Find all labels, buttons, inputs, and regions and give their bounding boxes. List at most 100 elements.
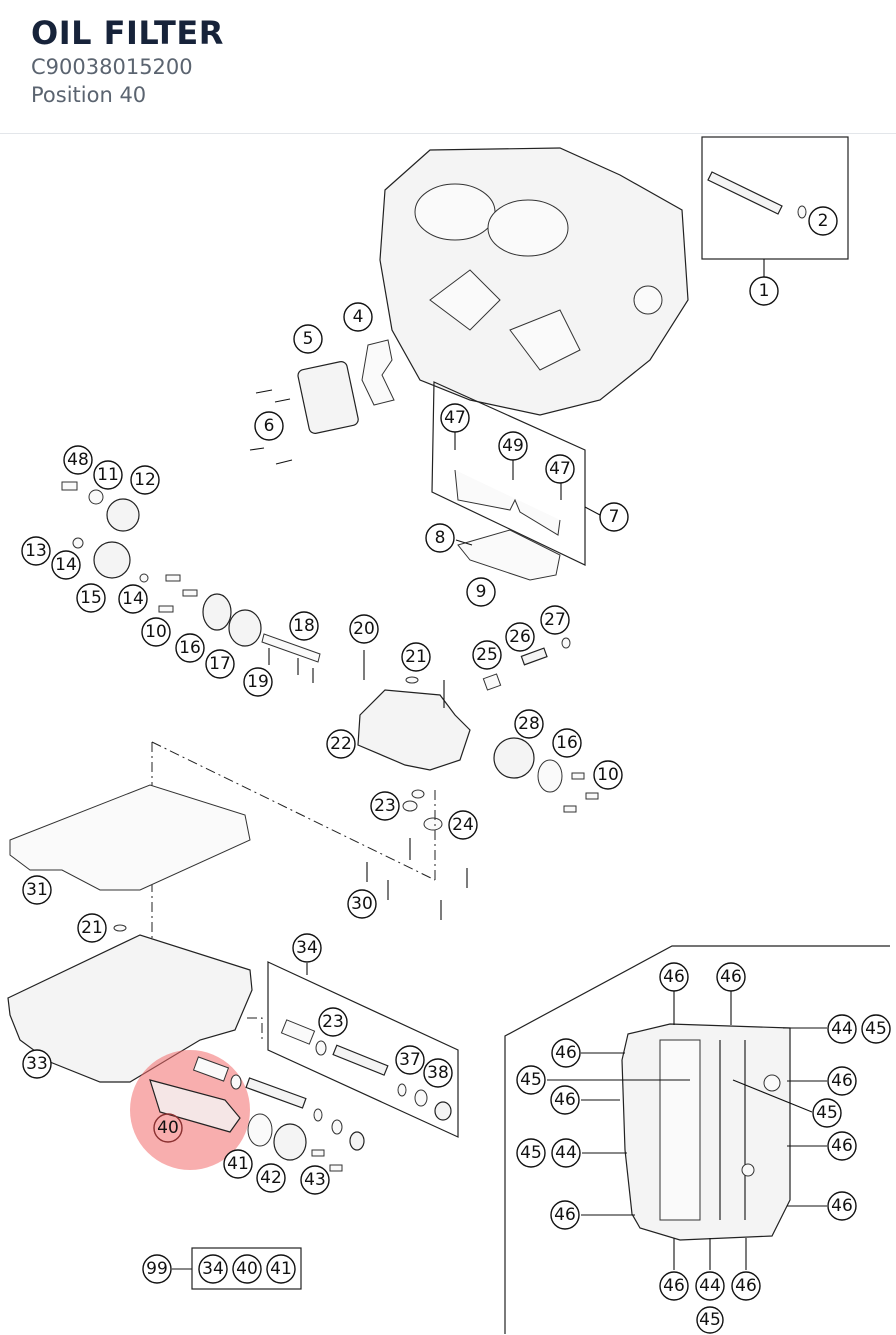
kit-item-40[interactable]: 40: [232, 1254, 262, 1284]
callout-8[interactable]: 8: [425, 523, 455, 553]
svg-text:46: 46: [735, 1276, 757, 1296]
callout-21a[interactable]: 21: [401, 642, 431, 672]
svg-text:41: 41: [270, 1259, 292, 1279]
callout-31[interactable]: 31: [22, 875, 52, 905]
callout-17[interactable]: 17: [205, 649, 235, 679]
callout-25[interactable]: 25: [472, 640, 502, 670]
callout-23b[interactable]: 23: [318, 1007, 348, 1037]
callout-38[interactable]: 38: [423, 1058, 453, 1088]
detail-callout-46b[interactable]: 46: [716, 962, 746, 992]
svg-text:10: 10: [145, 622, 167, 642]
callout-6[interactable]: 6: [254, 411, 284, 441]
svg-text:21: 21: [81, 918, 103, 938]
detail-callout-45c[interactable]: 45: [812, 1098, 842, 1128]
detail-callout-45d[interactable]: 45: [516, 1138, 546, 1168]
detail-callout-46e[interactable]: 46: [550, 1085, 580, 1115]
callout-20[interactable]: 20: [349, 614, 379, 644]
callout-40[interactable]: 40: [153, 1113, 183, 1143]
svg-text:37: 37: [399, 1050, 421, 1070]
callout-49[interactable]: 49: [498, 431, 528, 461]
svg-text:43: 43: [304, 1170, 326, 1190]
callout-24[interactable]: 24: [448, 810, 478, 840]
detail-callout-46c[interactable]: 46: [551, 1038, 581, 1068]
callout-5[interactable]: 5: [293, 324, 323, 354]
callout-99[interactable]: 99: [142, 1254, 172, 1284]
svg-text:17: 17: [209, 654, 231, 674]
detail-callout-46j[interactable]: 46: [731, 1271, 761, 1301]
detail-callout-46g[interactable]: 46: [827, 1191, 857, 1221]
callout-42[interactable]: 42: [256, 1163, 286, 1193]
svg-text:23: 23: [322, 1012, 344, 1032]
detail-callout-46f[interactable]: 46: [827, 1131, 857, 1161]
svg-text:13: 13: [25, 541, 47, 561]
callout-23a[interactable]: 23: [370, 791, 400, 821]
detail-callout-44a[interactable]: 44: [827, 1014, 857, 1044]
svg-text:34: 34: [296, 938, 318, 958]
callout-11[interactable]: 11: [93, 460, 123, 490]
detail-callout-44b[interactable]: 44: [551, 1138, 581, 1168]
callout-47b[interactable]: 47: [545, 454, 575, 484]
detail-callout-45e[interactable]: 45: [696, 1306, 724, 1334]
detail-callout-45a[interactable]: 45: [861, 1014, 891, 1044]
svg-text:14: 14: [122, 589, 144, 609]
callout-4[interactable]: 4: [343, 302, 373, 332]
callout-28[interactable]: 28: [514, 709, 544, 739]
svg-text:9: 9: [476, 582, 487, 602]
callout-18[interactable]: 18: [289, 611, 319, 641]
callout-27[interactable]: 27: [540, 605, 570, 635]
filter-kit-parts: [280, 1019, 452, 1121]
pump-housing: [357, 650, 471, 831]
svg-text:46: 46: [831, 1136, 853, 1156]
kit-item-41[interactable]: 41: [266, 1254, 296, 1284]
callout-37[interactable]: 37: [395, 1045, 425, 1075]
callout-7[interactable]: 7: [599, 502, 629, 532]
svg-text:5: 5: [303, 329, 314, 349]
callout-15[interactable]: 15: [76, 583, 106, 613]
svg-text:41: 41: [227, 1154, 249, 1174]
detail-callout-46h[interactable]: 46: [550, 1200, 580, 1230]
callout-9[interactable]: 9: [466, 577, 496, 607]
callout-16a[interactable]: 16: [175, 633, 205, 663]
svg-text:28: 28: [518, 714, 540, 734]
callout-22[interactable]: 22: [326, 729, 356, 759]
svg-text:46: 46: [831, 1071, 853, 1091]
callout-43[interactable]: 43: [300, 1165, 330, 1195]
callout-2[interactable]: 2: [808, 206, 838, 236]
detail-callout-46a[interactable]: 46: [659, 962, 689, 992]
callout-1[interactable]: 1: [749, 276, 779, 306]
callout-12[interactable]: 12: [130, 465, 160, 495]
oil-cooler: [249, 339, 395, 465]
svg-text:20: 20: [353, 619, 375, 639]
detail-callout-46i[interactable]: 46: [659, 1271, 689, 1301]
callout-14a[interactable]: 14: [51, 550, 81, 580]
svg-text:44: 44: [831, 1019, 853, 1039]
callout-19[interactable]: 19: [243, 667, 273, 697]
callout-47a[interactable]: 47: [440, 403, 470, 433]
callout-41[interactable]: 41: [223, 1149, 253, 1179]
bolts-30: [366, 838, 468, 920]
svg-text:18: 18: [293, 616, 315, 636]
callout-33[interactable]: 33: [22, 1049, 52, 1079]
svg-text:46: 46: [555, 1043, 577, 1063]
scavenge-pump: [493, 737, 599, 813]
callout-13[interactable]: 13: [21, 536, 51, 566]
callout-10a[interactable]: 10: [141, 617, 171, 647]
kit-item-34[interactable]: 34: [198, 1254, 228, 1284]
callout-10b[interactable]: 10: [593, 760, 623, 790]
callout-34[interactable]: 34: [292, 933, 322, 963]
detail-callout-45b[interactable]: 45: [516, 1065, 546, 1095]
callout-30[interactable]: 30: [347, 889, 377, 919]
svg-text:15: 15: [80, 588, 102, 608]
callout-21b[interactable]: 21: [77, 913, 107, 943]
svg-text:45: 45: [816, 1103, 838, 1123]
filter-kit-box: [267, 961, 459, 1138]
detail-callout-44c[interactable]: 44: [695, 1271, 725, 1301]
callout-48[interactable]: 48: [63, 445, 93, 475]
detail-leaders: [547, 991, 827, 1270]
detail-callout-46d[interactable]: 46: [827, 1066, 857, 1096]
callout-16b[interactable]: 16: [552, 728, 582, 758]
callout-26[interactable]: 26: [505, 622, 535, 652]
pump-drive-gears: [61, 481, 149, 583]
callout-14b[interactable]: 14: [118, 584, 148, 614]
oil-filter-40: [149, 1056, 365, 1172]
